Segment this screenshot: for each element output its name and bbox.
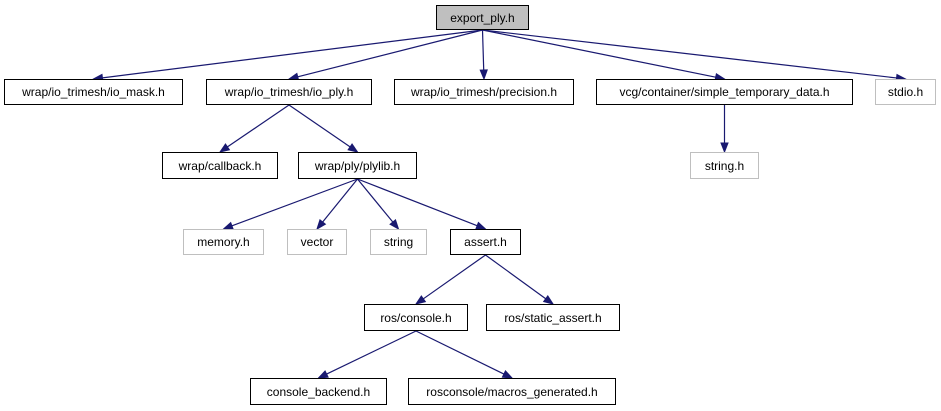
edge-export_ply-to-precision <box>481 29 485 71</box>
node-assert[interactable]: assert.h <box>450 229 521 255</box>
edge-assert-to-ros_console <box>423 254 486 300</box>
node-export-ply[interactable]: export_ply.h <box>436 5 529 30</box>
node-precision[interactable]: wrap/io_trimesh/precision.h <box>394 79 574 105</box>
arrowhead-plylib-to-string <box>389 218 400 231</box>
arrowhead-ros_console-to-macros_generated <box>501 370 514 379</box>
edge-ros_console-to-console_backend <box>326 330 417 375</box>
node-callback[interactable]: wrap/callback.h <box>162 152 278 179</box>
node-io-mask[interactable]: wrap/io_trimesh/io_mask.h <box>4 79 183 105</box>
edge-io_ply-to-callback <box>227 104 290 148</box>
edge-plylib-to-assert <box>357 178 478 227</box>
arrowhead-plylib-to-vector <box>316 218 327 231</box>
arrowhead-assert-to-ros_console <box>414 295 427 305</box>
edge-plylib-to-string <box>357 178 394 223</box>
node-ros-console[interactable]: ros/console.h <box>364 304 468 331</box>
node-console-backend[interactable]: console_backend.h <box>250 378 387 405</box>
node-string-h: string.h <box>690 152 759 179</box>
edge-io_ply-to-plylib <box>288 104 351 148</box>
edge-plylib-to-memory <box>231 178 358 227</box>
arrowhead-export_ply-to-precision <box>479 69 488 81</box>
node-string: string <box>370 229 427 255</box>
node-vector: vector <box>287 229 347 255</box>
node-memory: memory.h <box>183 229 264 255</box>
edge-assert-to-ros_static_assert <box>485 254 547 300</box>
node-plylib[interactable]: wrap/ply/plylib.h <box>298 152 417 179</box>
arrowhead-io_ply-to-plylib <box>347 143 359 153</box>
node-simple-temporary-data[interactable]: vcg/container/simple_temporary_data.h <box>596 79 853 105</box>
node-stdio: stdio.h <box>875 79 936 105</box>
node-macros-generated[interactable]: rosconsole/macros_generated.h <box>408 378 616 405</box>
edge-export_ply-to-io_mask <box>102 29 483 79</box>
arrowhead-assert-to-ros_static_assert <box>542 294 555 305</box>
node-ros-static-assert[interactable]: ros/static_assert.h <box>486 304 620 331</box>
edge-plylib-to-vector <box>322 178 358 223</box>
edge-export_ply-to-stdio <box>482 29 897 79</box>
edge-export_ply-to-simple_temporary_data <box>482 29 716 78</box>
arrowhead-io_ply-to-callback <box>218 143 231 153</box>
arrowhead-simple_temporary_data-to-string_h <box>720 142 729 154</box>
edge-export_ply-to-io_ply <box>297 29 483 78</box>
arrowhead-ros_console-to-console_backend <box>317 370 329 379</box>
edge-ros_console-to-macros_generated <box>415 330 505 375</box>
arrowhead-plylib-to-assert <box>475 221 487 230</box>
node-io-ply[interactable]: wrap/io_trimesh/io_ply.h <box>206 79 372 105</box>
